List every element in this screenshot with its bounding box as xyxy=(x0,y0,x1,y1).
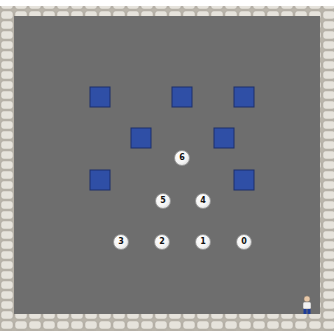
floor xyxy=(14,16,320,314)
numbered-ball: 6 xyxy=(174,150,190,166)
numbered-ball: 4 xyxy=(195,193,211,209)
numbered-ball: 1 xyxy=(195,234,211,250)
ball-number: 5 xyxy=(160,197,166,205)
ball-number: 2 xyxy=(159,238,165,246)
ball-number: 4 xyxy=(200,197,206,205)
ball-number: 6 xyxy=(179,154,185,162)
player-figure xyxy=(303,296,311,314)
ball-number: 0 xyxy=(241,238,247,246)
ball-number: 3 xyxy=(118,238,124,246)
goal-squares xyxy=(90,87,254,190)
stone-wall xyxy=(0,6,334,331)
numbered-ball: 0 xyxy=(236,234,252,250)
numbered-ball: 3 xyxy=(113,234,129,250)
ball-number: 1 xyxy=(200,238,206,246)
numbered-ball: 5 xyxy=(155,193,171,209)
numbered-ball: 2 xyxy=(154,234,170,250)
